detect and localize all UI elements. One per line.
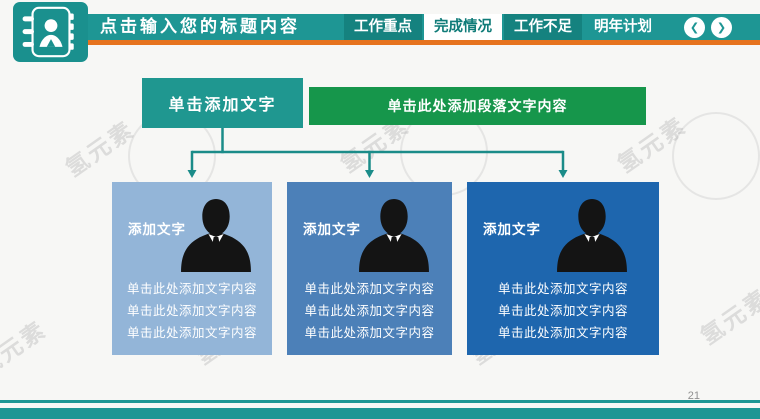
- card-line: 单击此处添加文字内容: [304, 304, 435, 318]
- card-title: 添加文字: [483, 222, 541, 237]
- card-lines: 单击此处添加文字内容 单击此处添加文字内容 单击此处添加文字内容: [112, 278, 272, 344]
- header-tabs: 工作重点 完成情况 工作不足 明年计划: [344, 14, 662, 40]
- card-line: 单击此处添加文字内容: [304, 326, 435, 340]
- notebook-icon-tile: [13, 2, 88, 62]
- tab-completion-status[interactable]: 完成情况: [424, 14, 502, 40]
- card-line: 单击此处添加文字内容: [497, 326, 628, 340]
- card-lines: 单击此处添加文字内容 单击此处添加文字内容 单击此处添加文字内容: [287, 278, 452, 344]
- card-lines: 单击此处添加文字内容 单击此处添加文字内容 单击此处添加文字内容: [467, 278, 659, 344]
- businessman-silhouette-icon: [181, 199, 251, 272]
- flow-card: 添加文字 单击此处添加文字内容 单击此处添加文字内容 单击此处添加文字内容: [112, 182, 272, 355]
- card-line: 单击此处添加文字内容: [126, 304, 257, 318]
- tab-work-focus[interactable]: 工作重点: [344, 14, 422, 40]
- card-line: 单击此处添加文字内容: [126, 282, 257, 296]
- card-line: 单击此处添加文字内容: [497, 304, 628, 318]
- next-button[interactable]: ❯: [711, 17, 732, 38]
- flow-card: 添加文字 单击此处添加文字内容 单击此处添加文字内容 单击此处添加文字内容: [467, 182, 659, 355]
- flow-card: 添加文字 单击此处添加文字内容 单击此处添加文字内容 单击此处添加文字内容: [287, 182, 452, 355]
- businessman-silhouette-icon: [359, 199, 430, 272]
- footer-thin-line: [0, 400, 760, 403]
- tab-shortcomings[interactable]: 工作不足: [504, 14, 582, 40]
- page-number: 21: [687, 390, 700, 402]
- header-accent-line: [55, 40, 760, 45]
- card-line: 单击此处添加文字内容: [126, 326, 257, 340]
- tab-next-year-plan[interactable]: 明年计划: [594, 19, 652, 35]
- businessman-silhouette-icon: [556, 199, 627, 272]
- card-title: 添加文字: [128, 222, 186, 237]
- footer-bar: [0, 408, 760, 419]
- watermark-circle: [672, 112, 760, 200]
- card-title: 添加文字: [303, 222, 361, 237]
- chevron-left-icon: ❮: [689, 22, 700, 34]
- card-line: 单击此处添加文字内容: [304, 282, 435, 296]
- address-book-icon: [22, 6, 74, 58]
- chevron-right-icon: ❯: [716, 22, 727, 34]
- slide-nav: ❮ ❯: [684, 17, 732, 38]
- page-title: 点击输入您的标题内容: [100, 17, 300, 36]
- prev-button[interactable]: ❮: [684, 17, 705, 38]
- flow-note-box: 单击此处添加段落文字内容: [309, 87, 646, 125]
- flow-root-box: 单击添加文字: [142, 78, 303, 128]
- card-line: 单击此处添加文字内容: [497, 282, 628, 296]
